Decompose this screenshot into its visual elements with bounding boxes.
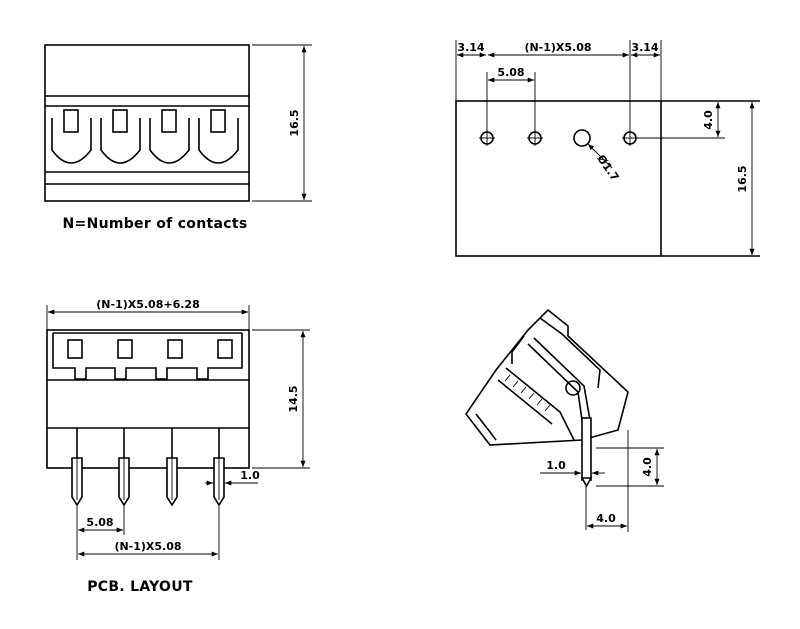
side-contact-blocks (52, 332, 243, 380)
angled-view: 4.0 1.0 4.0 (465, 308, 664, 532)
angled-dim-height: 4.0 (641, 457, 654, 477)
top-view: 3.14 (N-1)X5.08 3.14 5.08 4.0 Ø1.7 16.5 (455, 40, 760, 257)
side-pins (71, 428, 225, 507)
side-view: (N-1)X5.08+6.28 14.5 1.0 5.08 (N-1)X5.08… (46, 298, 310, 595)
front-contact-slots (51, 109, 239, 164)
angled-dim-width: 4.0 (596, 512, 616, 525)
top-mounting-holes (479, 129, 638, 147)
angled-dim-pin: 1.0 (546, 459, 566, 472)
angled-ribs (504, 374, 551, 412)
front-view: 16.5 N=Number of contacts (44, 44, 312, 232)
side-dim-width: (N-1)X5.08+6.28 (96, 298, 199, 311)
side-dim-pitch: 5.08 (86, 516, 113, 529)
top-dim-pitch-total: (N-1)X5.08 (524, 41, 591, 54)
top-dim-pitch: 5.08 (497, 66, 524, 79)
top-dim-hole-offset: 4.0 (702, 110, 715, 130)
side-dim-pin: 1.0 (240, 469, 260, 482)
front-caption: N=Number of contacts (63, 216, 248, 232)
side-caption: PCB. LAYOUT (87, 579, 193, 595)
top-dim-left: 3.14 (457, 41, 484, 54)
top-dim-hole-dia: Ø1.7 (594, 152, 621, 183)
top-dim-right: 3.14 (631, 41, 658, 54)
side-dim-pitch-total: (N-1)X5.08 (114, 540, 181, 553)
front-height-label: 16.5 (288, 109, 301, 136)
side-dim-height: 14.5 (287, 385, 300, 412)
top-dim-height: 16.5 (736, 165, 749, 192)
